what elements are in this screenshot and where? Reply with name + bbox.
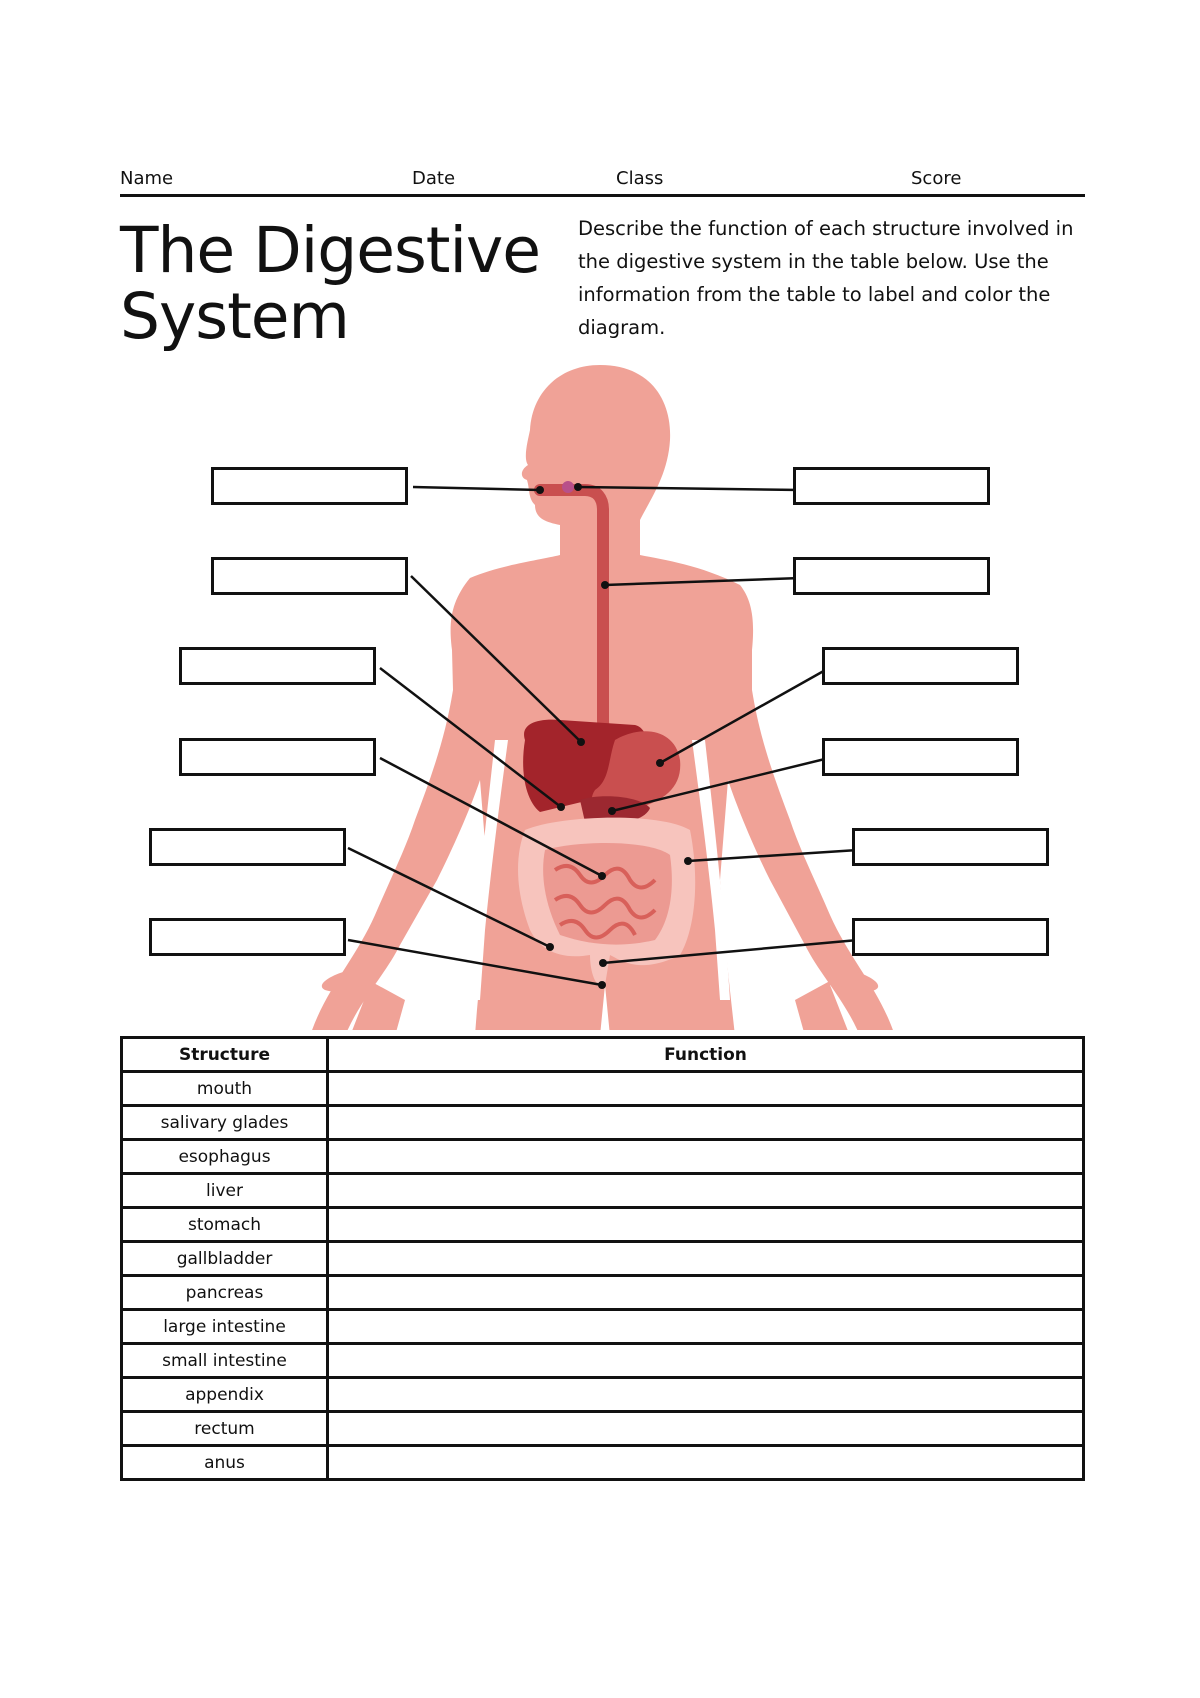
structure-cell: liver: [120, 1172, 329, 1209]
structure-cell: gallbladder: [120, 1240, 329, 1277]
table-row: stomach: [120, 1206, 1085, 1243]
structure-cell: esophagus: [120, 1138, 329, 1175]
leader-lines: [347, 485, 859, 987]
table-row: gallbladder: [120, 1240, 1085, 1277]
function-column-header: Function: [326, 1036, 1085, 1073]
structure-function-table: Structure Function mouth salivary glades…: [120, 1036, 1085, 1481]
table-row: rectum: [120, 1410, 1085, 1447]
table-row: mouth: [120, 1070, 1085, 1107]
function-cell[interactable]: [326, 1104, 1085, 1141]
label-box-left-1[interactable]: [211, 467, 408, 505]
salivary-gland-shape: [562, 481, 574, 493]
label-box-left-2[interactable]: [211, 557, 408, 595]
function-cell[interactable]: [326, 1274, 1085, 1311]
function-cell[interactable]: [326, 1172, 1085, 1209]
structure-cell: large intestine: [120, 1308, 329, 1345]
date-field-label[interactable]: Date: [412, 168, 456, 189]
label-box-right-6[interactable]: [852, 918, 1049, 956]
label-box-right-1[interactable]: [793, 467, 990, 505]
label-box-left-4[interactable]: [179, 738, 376, 776]
label-box-right-5[interactable]: [852, 828, 1049, 866]
table-row: esophagus: [120, 1138, 1085, 1175]
table-header-row: Structure Function: [120, 1036, 1085, 1073]
body-silhouette-icon: [312, 365, 893, 1030]
small-intestine-shape: [543, 843, 672, 945]
table-row: appendix: [120, 1376, 1085, 1413]
structure-cell: appendix: [120, 1376, 329, 1413]
label-box-right-4[interactable]: [822, 738, 1019, 776]
function-cell[interactable]: [326, 1342, 1085, 1379]
structure-cell: mouth: [120, 1070, 329, 1107]
structure-cell: rectum: [120, 1410, 329, 1447]
label-box-left-3[interactable]: [179, 647, 376, 685]
function-cell[interactable]: [326, 1240, 1085, 1277]
leader-dots: [536, 483, 692, 989]
score-field-label[interactable]: Score: [911, 168, 962, 189]
table-row: large intestine: [120, 1308, 1085, 1345]
function-cell[interactable]: [326, 1070, 1085, 1107]
name-field-label[interactable]: Name: [120, 168, 174, 189]
structure-cell: stomach: [120, 1206, 329, 1243]
structure-cell: salivary glades: [120, 1104, 329, 1141]
structure-cell: small intestine: [120, 1342, 329, 1379]
label-box-right-2[interactable]: [793, 557, 990, 595]
structure-cell: anus: [120, 1444, 329, 1481]
function-cell[interactable]: [326, 1410, 1085, 1447]
table-row: pancreas: [120, 1274, 1085, 1311]
function-cell[interactable]: [326, 1308, 1085, 1345]
stomach-shape: [591, 731, 681, 813]
label-box-left-5[interactable]: [149, 828, 346, 866]
student-info-header: Name Date Class Score: [120, 168, 1085, 197]
class-field-label[interactable]: Class: [616, 168, 664, 189]
function-cell[interactable]: [326, 1206, 1085, 1243]
digestive-system-diagram: [0, 360, 1200, 1030]
table-row: salivary glades: [120, 1104, 1085, 1141]
table-row: anus: [120, 1444, 1085, 1481]
table-row: liver: [120, 1172, 1085, 1209]
structure-cell: pancreas: [120, 1274, 329, 1311]
function-cell[interactable]: [326, 1138, 1085, 1175]
label-box-left-6[interactable]: [149, 918, 346, 956]
title-line-2: System: [120, 280, 350, 353]
title-line-1: The Digestive: [120, 214, 541, 287]
instructions-text: Describe the function of each structure …: [578, 217, 1074, 339]
structure-column-header: Structure: [120, 1036, 329, 1073]
function-cell[interactable]: [326, 1444, 1085, 1481]
function-cell[interactable]: [326, 1376, 1085, 1413]
label-box-right-3[interactable]: [822, 647, 1019, 685]
table-row: small intestine: [120, 1342, 1085, 1379]
page-title: The Digestive System: [120, 218, 541, 353]
